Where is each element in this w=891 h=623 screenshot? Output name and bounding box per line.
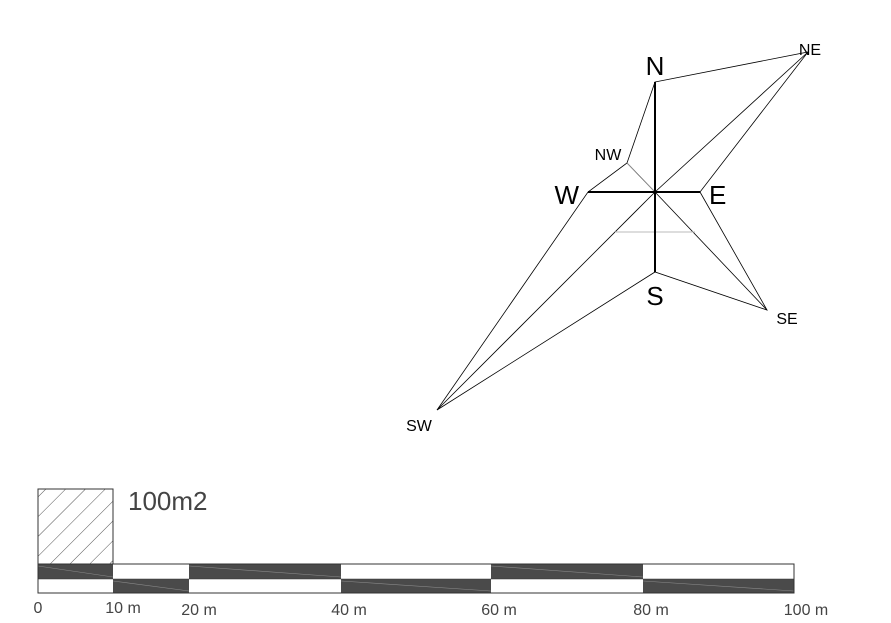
scale-label-80: 80 m — [633, 602, 669, 619]
scale-diagonal-3 — [490, 565, 644, 578]
scale-label-60: 60 m — [481, 602, 517, 619]
scale-label-10: 10 m — [105, 600, 141, 617]
scale-label-100: 100 m — [784, 602, 828, 619]
label-se: SE — [776, 311, 797, 328]
label-sw: SW — [406, 418, 433, 435]
area-reference: 100m2 — [37, 486, 208, 565]
label-n: N — [646, 51, 665, 81]
faint-line-2 — [626, 162, 656, 193]
ray-ne — [654, 51, 809, 193]
ray-sw — [436, 191, 656, 411]
scale-diagonal-6 — [642, 580, 795, 592]
scale-bar: 0 10 m 20 m 40 m 60 m 80 m 100 m — [34, 563, 828, 619]
scale-segment-top-6 — [643, 564, 794, 579]
label-s: S — [646, 281, 663, 311]
label-nw: NW — [595, 147, 623, 164]
scale-segment-bottom-5 — [491, 579, 643, 593]
scale-diagonal-5 — [340, 580, 492, 592]
label-e: E — [709, 180, 726, 210]
label-w: W — [554, 180, 579, 210]
scale-label-0: 0 — [34, 600, 43, 617]
wind-rose-outline — [436, 51, 809, 411]
scale-segment-top-2 — [113, 564, 189, 579]
scale-segment-top-4 — [341, 564, 491, 579]
scale-bar-outline — [37, 563, 795, 594]
area-reference-square — [37, 488, 114, 565]
scale-segment-bottom-3 — [189, 579, 341, 593]
scale-diagonal-2 — [188, 565, 342, 578]
scale-diagonal-4 — [112, 580, 190, 592]
ray-se — [654, 191, 768, 311]
area-reference-label: 100m2 — [128, 486, 208, 516]
scale-segment-bottom-1 — [38, 579, 113, 593]
wind-rose: N NE E SE S SW W NW — [406, 42, 821, 435]
scale-label-20: 20 m — [181, 602, 217, 619]
scale-diagonal-1 — [37, 565, 114, 578]
label-ne: NE — [799, 42, 821, 59]
scale-label-40: 40 m — [331, 602, 367, 619]
